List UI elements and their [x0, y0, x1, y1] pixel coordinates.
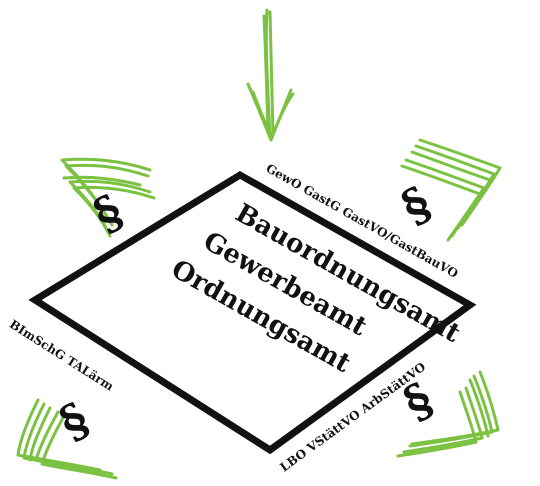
- down-arrow-icon: [248, 10, 293, 140]
